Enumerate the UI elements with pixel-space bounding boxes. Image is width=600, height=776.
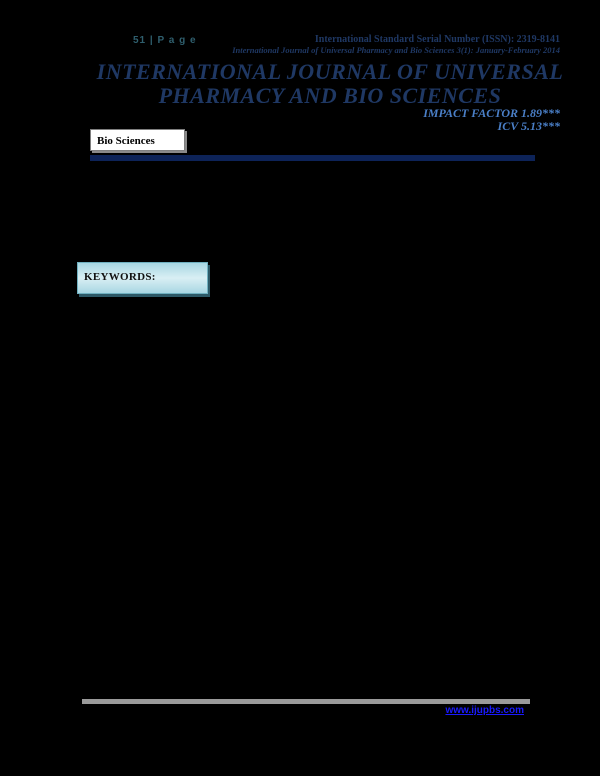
- footer-divider: [82, 699, 530, 704]
- section-label-box: Bio Sciences: [90, 129, 185, 151]
- journal-title: INTERNATIONAL JOURNAL OF UNIVERSAL PHARM…: [80, 60, 580, 108]
- journal-title-line1: INTERNATIONAL JOURNAL OF UNIVERSAL: [96, 59, 564, 84]
- keywords-label: KEYWORDS:: [84, 271, 156, 283]
- section-label: Bio Sciences: [97, 135, 155, 147]
- page-number: 51 | P a g e: [133, 35, 197, 46]
- header-divider: [90, 155, 535, 161]
- icv-value: ICV 5.13***: [497, 119, 560, 133]
- issn-line: International Standard Serial Number (IS…: [314, 34, 560, 45]
- keywords-box: KEYWORDS:: [77, 262, 208, 294]
- website-link[interactable]: www.ijupbs.com: [445, 705, 524, 716]
- journal-citation: International Journal of Universal Pharm…: [232, 45, 560, 55]
- impact-factor: IMPACT FACTOR 1.89***: [423, 106, 560, 120]
- journal-title-line2: PHARMACY AND BIO SCIENCES: [158, 83, 502, 108]
